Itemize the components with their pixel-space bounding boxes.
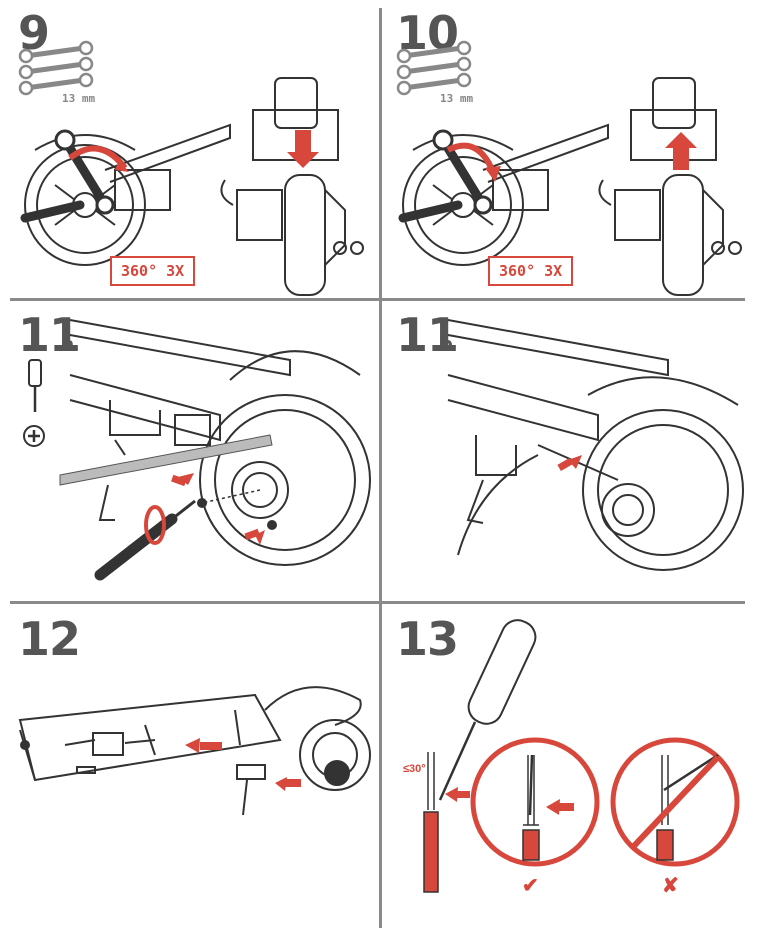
incorrect-cross-icon: ✘ (662, 875, 679, 897)
step-13-incorrect-example (610, 737, 740, 867)
step-11a-suffix: a (62, 334, 75, 355)
step-9-hub-detail (220, 77, 364, 296)
wrench-size-label: 13 mm (440, 92, 474, 105)
horizontal-divider-2 (10, 601, 745, 604)
step-13-number: 13 (396, 612, 459, 666)
step-12-illustration (18, 686, 371, 816)
step-11b-illustration (447, 319, 744, 571)
step-11b-suffix: b (440, 334, 453, 355)
step-13-correct-example (470, 737, 600, 867)
phillips-icon (23, 425, 45, 447)
step-13-screwdriver-illustration (423, 619, 537, 893)
wrench-icon (18, 40, 94, 96)
step-10-wheel-illustration (398, 123, 609, 266)
rotation-label: 360° 3X (110, 256, 196, 286)
step-10-hub-detail (598, 77, 742, 296)
angle-label: ≤30° (403, 763, 426, 775)
screwdriver-icon (28, 359, 42, 412)
step-9-number: 9 (18, 6, 50, 60)
step-11a-illustration (59, 319, 371, 581)
rotation-label: 360° 3X (488, 256, 574, 286)
correct-check-icon: ✔ (522, 875, 539, 897)
vertical-divider (379, 8, 382, 928)
wrench-size-label: 13 mm (62, 92, 96, 105)
wrench-icon (396, 40, 472, 96)
horizontal-divider-1 (10, 298, 745, 301)
step-12-number: 12 (18, 612, 81, 666)
step-9-wheel-illustration (20, 123, 231, 266)
